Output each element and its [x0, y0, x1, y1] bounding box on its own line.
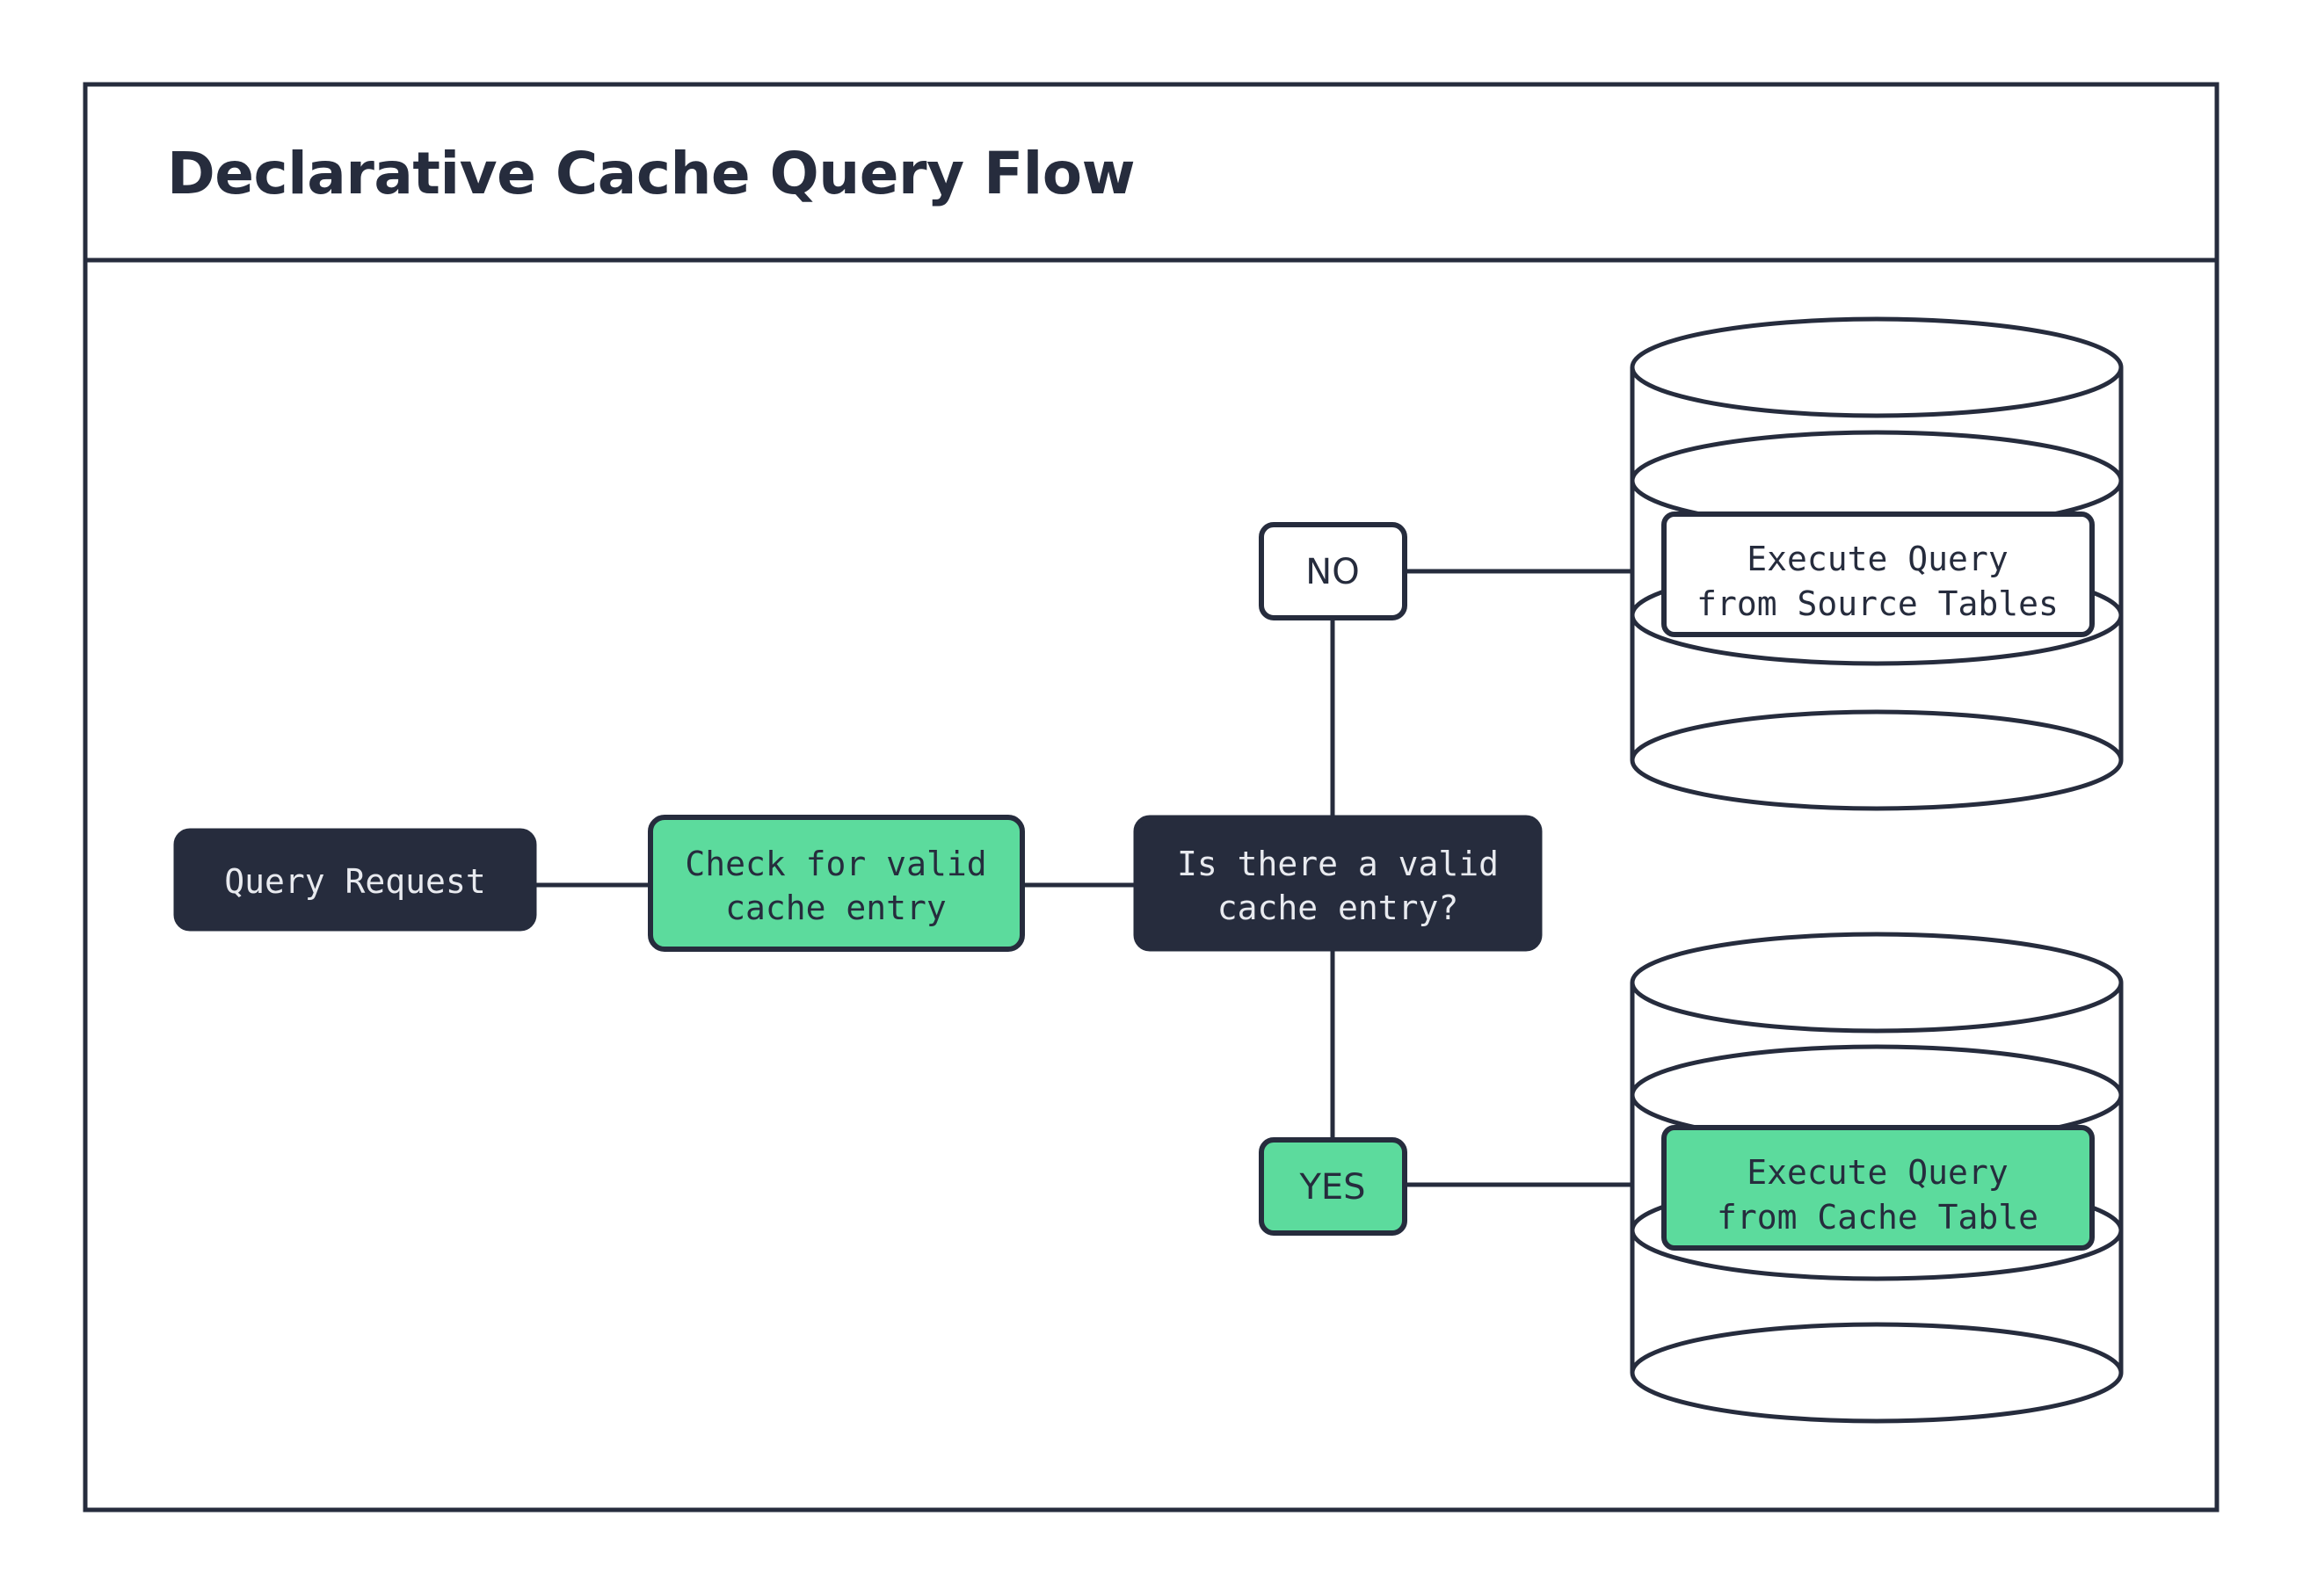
no-label-text: NO	[1305, 552, 1359, 592]
decision-box[interactable]	[1133, 815, 1543, 952]
check-cache-label-line-1: Check for valid	[685, 845, 986, 883]
source-db-label-line-2: from Source Tables	[1696, 584, 2059, 623]
cache-db-top-ellipse	[1630, 932, 2124, 1034]
node-check-cache[interactable]: Check for valid cache entry	[648, 815, 1025, 952]
source-database-cylinder[interactable]: Execute Query from Source Tables	[1630, 316, 2124, 811]
yes-label-box[interactable]	[1259, 1137, 1407, 1236]
query-request-box[interactable]	[173, 828, 537, 932]
source-db-label-line-1: Execute Query	[1747, 540, 2008, 578]
yes-label-text: YES	[1298, 1167, 1365, 1208]
source-db-top-ellipse	[1630, 316, 2124, 418]
check-cache-box[interactable]	[648, 815, 1025, 952]
query-request-label: Query Request	[224, 862, 485, 901]
page-title: Declarative Cache Query Flow	[167, 140, 1135, 207]
check-cache-label-line-2: cache entry	[725, 889, 947, 927]
cache-database-cylinder[interactable]: Execute Query from Cache Table	[1630, 932, 2124, 1424]
cache-db-label-plate[interactable]	[1661, 1125, 2095, 1251]
cache-db-label-line-2: from Cache Table	[1717, 1198, 2038, 1237]
decision-label-line-1: Is there a valid	[1177, 845, 1499, 883]
node-decision[interactable]: Is there a valid cache entry?	[1133, 815, 1543, 952]
branch-label-no[interactable]: NO	[1259, 522, 1407, 620]
cache-db-label-line-1: Execute Query	[1747, 1153, 2008, 1192]
node-query-request[interactable]: Query Request	[173, 828, 537, 932]
cache-db-bottom-ellipse	[1630, 1322, 2124, 1424]
source-db-bottom-ellipse	[1630, 709, 2124, 811]
source-db-label-plate[interactable]	[1661, 511, 2095, 637]
decision-label-line-2: cache entry?	[1217, 889, 1459, 927]
diagram-frame	[83, 82, 2219, 1513]
no-label-box[interactable]	[1259, 522, 1407, 620]
branch-label-yes[interactable]: YES	[1259, 1137, 1407, 1236]
